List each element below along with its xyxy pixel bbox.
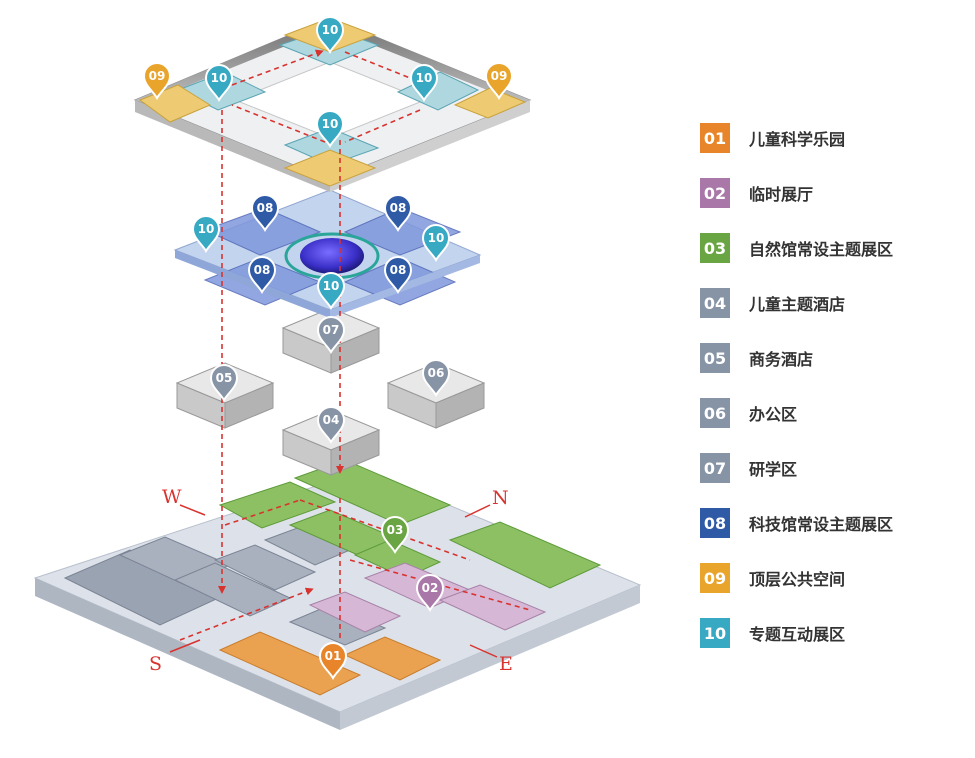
legend-label: 科技馆常设主题展区: [749, 515, 894, 534]
legend-item-02: 02 临时展厅: [700, 178, 813, 208]
legend-swatch: 02: [700, 178, 730, 208]
map-pin-label: 08: [390, 201, 407, 215]
compass-east: E: [499, 653, 513, 675]
map-pin-label: 08: [257, 201, 274, 215]
legend-item-04: 04 儿童主题酒店: [700, 288, 845, 318]
map-pin-label: 09: [149, 69, 166, 83]
map-pin-label: 08: [254, 263, 271, 277]
map-pin-label: 05: [216, 371, 233, 385]
legend-label: 自然馆常设主题展区: [749, 240, 894, 259]
legend-label: 顶层公共空间: [749, 570, 846, 589]
legend-swatch: 07: [700, 453, 730, 483]
legend-swatch: 05: [700, 343, 730, 373]
legend-label: 临时展厅: [749, 185, 814, 204]
map-pin-label: 10: [322, 117, 339, 131]
map-pin-label: 10: [322, 23, 339, 37]
legend-item-07: 07 研学区: [700, 453, 797, 483]
pin-layer: 01 02 03 04 05 06 07 08 08 08 08 09 09 10 10 10 10 10 10 10: [142, 16, 514, 681]
map-pin-icon: 01: [318, 642, 348, 681]
legend-item-06: 06 办公区: [700, 398, 797, 428]
map-pin-label: 06: [428, 366, 445, 380]
map-pin-label: 10: [416, 71, 433, 85]
roof-floor: [133, 17, 532, 192]
compass-north: N: [492, 487, 509, 509]
legend-label: 研学区: [749, 460, 798, 479]
map-pin-label: 09: [491, 69, 508, 83]
legend-item-08: 08 科技馆常设主题展区: [700, 508, 893, 538]
map-pin-label: 10: [323, 279, 340, 293]
map-pin-icon: 10: [204, 64, 234, 103]
dome: [300, 238, 364, 274]
legend-label: 商务酒店: [749, 350, 814, 369]
legend-item-03: 03 自然馆常设主题展区: [700, 233, 893, 263]
legend-container: 01 儿童科学乐园 02 临时展厅 03 自然馆常设主题展区 04 儿童主题酒店…: [700, 123, 893, 648]
map-pin-icon: 08: [383, 256, 413, 295]
legend-swatch: 08: [700, 508, 730, 538]
map-pin-icon: 05: [209, 364, 239, 403]
map-pin-label: 07: [323, 323, 340, 337]
legend-label: 专题互动展区: [749, 625, 846, 644]
compass-west: W: [162, 486, 182, 508]
map-pin-icon: 03: [380, 516, 410, 555]
map-pin-icon: 10: [315, 110, 345, 149]
legend-swatch: 09: [700, 563, 730, 593]
map-pin-label: 01: [325, 649, 342, 663]
map-pin-icon: 08: [383, 194, 413, 233]
map-pin-icon: 08: [250, 194, 280, 233]
map-pin-label: 03: [387, 523, 404, 537]
map-pin-icon: 07: [316, 316, 346, 355]
legend-item-01: 01 儿童科学乐园: [700, 123, 845, 153]
map-pin-label: 10: [211, 71, 228, 85]
legend-label: 儿童主题酒店: [749, 295, 846, 314]
compass-south: S: [149, 653, 162, 675]
map-pin-label: 04: [323, 413, 340, 427]
legend-swatch: 04: [700, 288, 730, 318]
map-pin-icon: 10: [315, 16, 345, 55]
map-pin-icon: 10: [191, 215, 221, 254]
ground-floor: [33, 459, 642, 730]
legend-swatch: 10: [700, 618, 730, 648]
map-pin-label: 08: [390, 263, 407, 277]
map-pin-icon: 08: [247, 256, 277, 295]
map-pin-icon: 09: [142, 62, 172, 101]
map-pin-icon: 10: [421, 224, 451, 263]
legend-item-05: 05 商务酒店: [700, 343, 813, 373]
map-pin-icon: 09: [484, 62, 514, 101]
map-pin-icon: 02: [415, 574, 445, 613]
map-pin-label: 10: [198, 222, 215, 236]
map-pin-label: 02: [422, 581, 439, 595]
legend-label: 办公区: [749, 405, 798, 424]
legend-swatch: 06: [700, 398, 730, 428]
compass: W N S E: [149, 486, 513, 675]
legend-item-10: 10 专题互动展区: [700, 618, 845, 648]
legend-label: 儿童科学乐园: [749, 130, 846, 149]
legend-swatch: 01: [700, 123, 730, 153]
map-pin-icon: 10: [316, 272, 346, 311]
map-pin-label: 10: [428, 231, 445, 245]
legend-swatch: 03: [700, 233, 730, 263]
legend-item-09: 09 顶层公共空间: [700, 563, 845, 593]
map-pin-icon: 06: [421, 359, 451, 398]
map-pin-icon: 04: [316, 406, 346, 445]
map-pin-icon: 10: [409, 64, 439, 103]
